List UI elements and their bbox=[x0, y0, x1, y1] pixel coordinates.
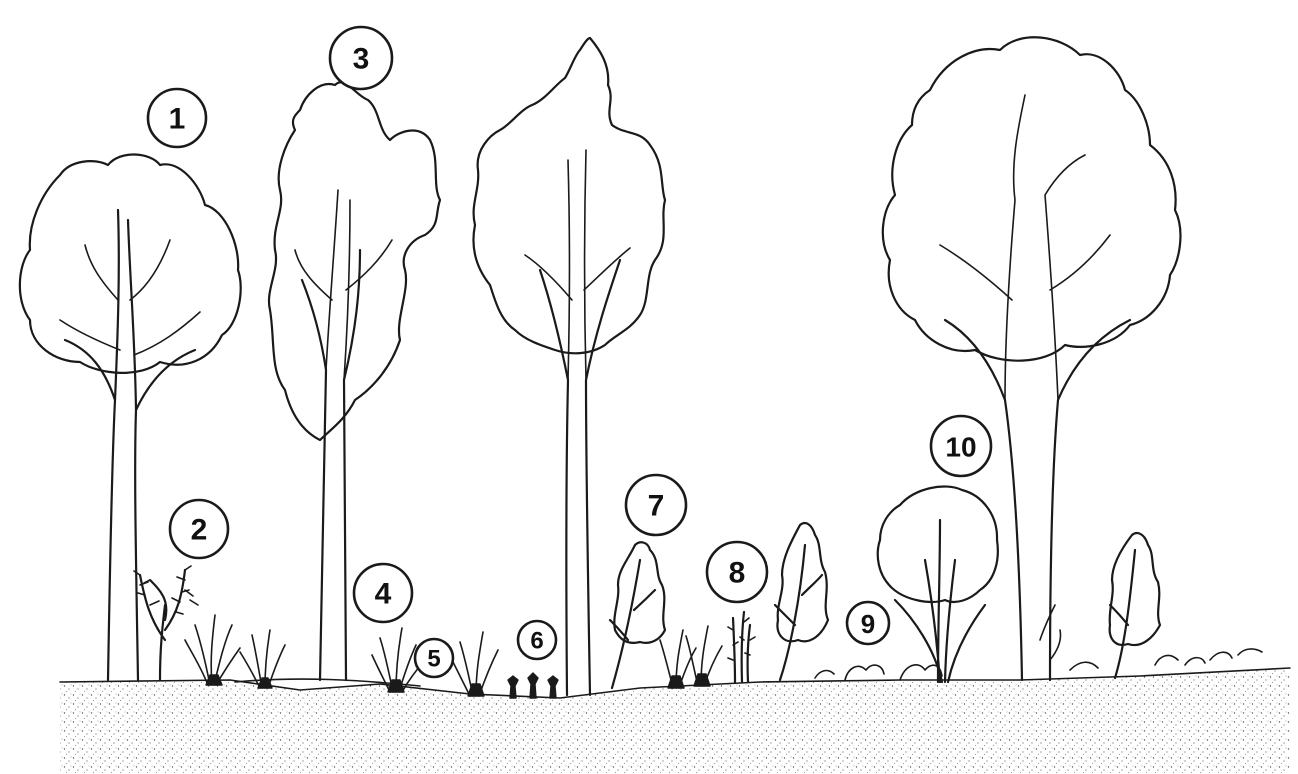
label-1-text: 1 bbox=[169, 103, 186, 136]
shrub-10 bbox=[878, 486, 998, 682]
tree-1-canopy bbox=[20, 154, 241, 680]
label-5-text: 5 bbox=[427, 646, 440, 673]
label-8: 8 bbox=[707, 542, 767, 602]
grass-tussock-d bbox=[686, 626, 722, 686]
sapling-7b bbox=[775, 523, 828, 680]
label-7-text: 7 bbox=[648, 490, 665, 523]
label-5: 5 bbox=[415, 639, 453, 677]
label-3-text: 3 bbox=[353, 43, 370, 76]
herbs-8 bbox=[728, 612, 755, 682]
seedlings-6 bbox=[508, 673, 558, 698]
label-6: 6 bbox=[518, 621, 556, 659]
label-10: 10 bbox=[931, 416, 991, 476]
grass-tussock-c bbox=[660, 630, 696, 688]
label-7: 7 bbox=[626, 475, 686, 535]
label-4-text: 4 bbox=[375, 578, 392, 611]
label-9-text: 9 bbox=[861, 609, 875, 639]
sapling-7c bbox=[1110, 533, 1160, 678]
shrub-2 bbox=[134, 566, 198, 680]
label-9: 9 bbox=[847, 602, 889, 644]
sapling-7a bbox=[610, 542, 665, 688]
grass-tussock-5 bbox=[452, 632, 498, 696]
grass-tussock-a bbox=[185, 615, 240, 685]
label-2: 2 bbox=[170, 500, 228, 558]
label-6-text: 6 bbox=[530, 628, 543, 655]
label-4: 4 bbox=[354, 564, 412, 622]
label-1: 1 bbox=[148, 89, 206, 147]
label-10-text: 10 bbox=[945, 432, 976, 463]
label-3: 3 bbox=[330, 27, 392, 89]
label-2-text: 2 bbox=[191, 514, 208, 547]
label-8-text: 8 bbox=[729, 557, 746, 590]
